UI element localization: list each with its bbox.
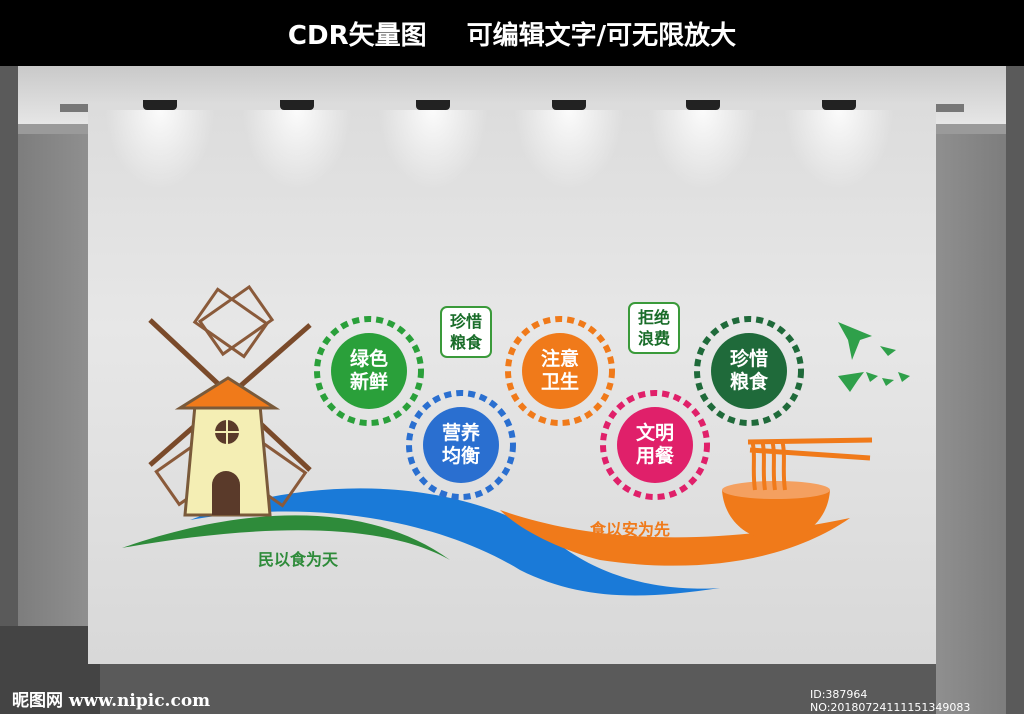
spotlight-icon bbox=[416, 100, 450, 110]
spotlight-icon bbox=[822, 100, 856, 110]
medal-civilized-dining bbox=[600, 390, 710, 500]
image-id-text: ID:387964 NO:20180724111151349083 bbox=[810, 688, 971, 714]
spotlight-glow bbox=[648, 110, 758, 190]
slogan-right: 食以安为先 bbox=[590, 520, 671, 539]
medal-text-green-fresh: 绿色新鲜 bbox=[349, 348, 388, 393]
spotlight-icon bbox=[143, 100, 177, 110]
site-watermark: 昵图网 www.nipic.com bbox=[12, 691, 211, 711]
medal-text-cherish-food: 珍惜粮食 bbox=[729, 348, 768, 393]
green-wave bbox=[122, 515, 450, 560]
medal-text-hygiene: 注意卫生 bbox=[540, 348, 579, 393]
top-banner: CDR矢量图 可编辑文字/可无限放大 bbox=[0, 0, 1024, 66]
spotlight-glow bbox=[378, 110, 488, 190]
left-wall bbox=[18, 134, 88, 714]
medal-nutrition-balance bbox=[406, 390, 516, 500]
banner-editable-text: 可编辑文字/可无限放大 bbox=[466, 20, 737, 51]
spotlight-glow bbox=[514, 110, 624, 190]
medal-green-fresh bbox=[314, 316, 424, 426]
medal-text-nutrition-balance: 营养均衡 bbox=[441, 422, 480, 467]
blue-wave bbox=[190, 488, 720, 596]
right-wall bbox=[936, 134, 1006, 714]
spotlight-glow bbox=[784, 110, 894, 190]
medal-cherish-food bbox=[694, 316, 804, 426]
spotlight-icon bbox=[552, 100, 586, 110]
floor-corner bbox=[0, 626, 100, 714]
tag-refuse-waste: 拒绝浪费 bbox=[628, 302, 680, 354]
orange-wave bbox=[500, 510, 850, 566]
tag-cherish-food: 珍惜粮食 bbox=[440, 306, 492, 358]
swallow-birds-icon bbox=[838, 322, 910, 392]
spotlight-icon bbox=[280, 100, 314, 110]
medal-hygiene bbox=[505, 316, 615, 426]
windmill-icon bbox=[148, 284, 312, 517]
noodle-bowl-icon bbox=[722, 437, 873, 540]
spotlight-icon bbox=[686, 100, 720, 110]
spotlight-glow bbox=[242, 110, 352, 190]
slogan-left: 民以食为天 bbox=[258, 550, 339, 569]
banner-format-text: CDR矢量图 bbox=[287, 20, 427, 51]
spotlight-glow bbox=[105, 110, 215, 190]
medal-text-civilized-dining: 文明用餐 bbox=[635, 422, 674, 467]
